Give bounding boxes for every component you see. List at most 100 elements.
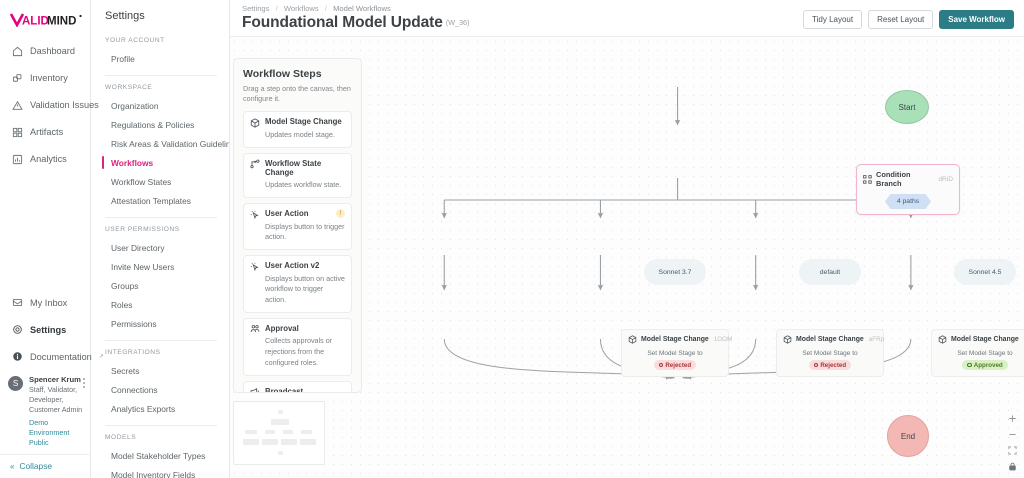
sidebar-item-workflows[interactable]: Workflows — [91, 153, 229, 172]
sidebar-item-analytics-exports[interactable]: Analytics Exports — [111, 403, 176, 414]
sidebar-item-label: Analytics — [30, 154, 67, 164]
avatar: S — [8, 375, 23, 391]
node-model-stage-change-1[interactable]: Model Stage Change 1OOM Set Model Stage … — [621, 329, 732, 377]
nav-group-user-permissions: USER PERMISSIONS — [105, 226, 180, 233]
save-workflow-button[interactable]: Save Workflow — [939, 10, 1014, 29]
sidebar-item-dashboard[interactable]: Dashboard — [0, 40, 90, 62]
megaphone-icon — [250, 387, 260, 392]
zoom-in-icon[interactable] — [1006, 412, 1018, 424]
breadcrumb-settings[interactable]: Settings — [242, 4, 270, 13]
node-end[interactable]: End — [887, 415, 929, 457]
sidebar-item-my-inbox[interactable]: My Inbox — [0, 292, 91, 314]
nav-group-workspace: WORKSPACE — [105, 84, 153, 91]
node-condition-branch[interactable]: Condition Branch dRiD 4 paths — [856, 164, 960, 215]
node-end-label: End — [887, 415, 929, 457]
workflow-canvas[interactable]: Start Condition Branch dRiD — [230, 37, 1024, 478]
tidy-layout-button[interactable]: Tidy Layout — [803, 10, 863, 29]
sidebar-item-inventory[interactable]: Inventory — [0, 67, 90, 89]
step-card-approval[interactable]: Approval Collects approvals or rejection… — [243, 317, 352, 376]
main-area: Settings / Workflows / Model Workflows F… — [230, 0, 1024, 478]
branch-label-sonnet-37[interactable]: Sonnet 3.7 — [644, 259, 706, 285]
node-title: Model Stage Change — [641, 336, 709, 343]
user-profile-block[interactable]: S Spencer Krum Staff, Validator, Develop… — [0, 368, 91, 454]
sidebar-item-label: Validation Issues — [30, 100, 99, 110]
reset-layout-button[interactable]: Reset Layout — [868, 10, 934, 29]
sidebar-item-regulations-policies[interactable]: Regulations & Policies — [111, 119, 195, 130]
node-start[interactable]: Start — [885, 90, 929, 124]
user-name: Spencer Krum — [29, 374, 81, 384]
user-menu-icon[interactable] — [83, 377, 85, 390]
status-dot-icon — [658, 362, 664, 368]
sidebar-item-groups[interactable]: Groups — [111, 280, 139, 291]
sidebar-item-user-directory[interactable]: User Directory — [111, 242, 165, 253]
step-card-user-action-v2[interactable]: User Action v2 Displays button on active… — [243, 255, 352, 313]
breadcrumb-current: Model Workflows — [333, 4, 391, 13]
page-header: Settings / Workflows / Model Workflows F… — [230, 0, 1024, 37]
status-badge: Approved — [962, 360, 1008, 370]
sidebar-item-validation-issues[interactable]: Validation Issues — [0, 94, 99, 116]
sidebar-item-artifacts[interactable]: Artifacts — [0, 121, 90, 143]
sidebar-item-workflow-states[interactable]: Workflow States — [111, 176, 172, 187]
chart-icon — [11, 153, 23, 165]
condition-branch-header: Condition Branch dRiD — [857, 165, 959, 188]
node-header: Model Stage Change aFRp — [777, 330, 885, 344]
paths-badge[interactable]: 4 paths — [885, 194, 931, 209]
workflow-id: (W_36) — [445, 18, 470, 27]
steps-panel-title: Workflow Steps — [243, 68, 322, 80]
breadcrumb-workflows[interactable]: Workflows — [283, 4, 319, 13]
step-card-broadcast[interactable]: Broadcast Notifies users when the previo… — [243, 380, 352, 392]
minimap-node — [278, 410, 283, 414]
sidebar-item-connections[interactable]: Connections — [111, 384, 158, 395]
minimap-node — [281, 439, 297, 445]
step-card-workflow-state-change[interactable]: Workflow State Change Updates workflow s… — [243, 152, 352, 198]
sidebar-item-roles[interactable]: Roles — [111, 299, 133, 310]
sidebar-item-secrets[interactable]: Secrets — [111, 365, 140, 376]
step-card-desc: Updates model stage. — [265, 129, 335, 139]
sidebar-item-label: Documentation — [30, 351, 92, 362]
sidebar-item-attestation-templates[interactable]: Attestation Templates — [111, 195, 191, 206]
lock-icon[interactable] — [1006, 460, 1018, 472]
step-card-header: User Action — [250, 209, 345, 220]
branch-label-sonnet-45[interactable]: Sonnet 4.5 — [954, 259, 1016, 285]
user-info: Spencer Krum Staff, Validator, Developer… — [29, 375, 85, 448]
sidebar-item-risk-areas[interactable]: Risk Areas & Validation Guidelines — [111, 138, 230, 149]
sidebar-item-analytics[interactable]: Analytics — [0, 148, 90, 170]
step-card-desc: Collects approvals or rejections from th… — [265, 336, 333, 368]
node-id: aFRp — [868, 336, 885, 343]
validmind-logo[interactable]: ALID MIND — [0, 0, 90, 34]
step-card-model-stage-change[interactable]: Model Stage Change Updates model stage. — [243, 111, 352, 148]
condition-branch-id: dRiD — [938, 175, 953, 183]
step-card-name: User Action — [265, 209, 309, 218]
warning-badge-icon[interactable]: ! — [336, 209, 345, 218]
step-card-header: Workflow State Change — [250, 159, 345, 178]
fit-view-icon[interactable] — [1006, 444, 1018, 456]
status-badge-label: Rejected — [820, 361, 847, 369]
minimap-content — [239, 407, 319, 459]
step-card-header: User Action v2 — [250, 261, 345, 272]
status-badge-label: Approved — [973, 361, 1003, 369]
sidebar-item-label: My Inbox — [30, 297, 68, 308]
node-model-stage-change-3[interactable]: Model Stage Change gv4W Set Model Stage … — [931, 329, 1024, 377]
step-card-user-action[interactable]: User Action Displays button to trigger a… — [243, 203, 352, 251]
step-card-desc: Displays button on active workflow to tr… — [265, 273, 345, 305]
collapse-sidebar-button[interactable]: « Collapse — [0, 455, 91, 478]
sidebar-item-model-stakeholder-types[interactable]: Model Stakeholder Types — [111, 450, 206, 461]
sidebar-item-invite-new-users[interactable]: Invite New Users — [111, 261, 175, 272]
sidebar-item-documentation[interactable]: Documentation ↗ — [0, 346, 104, 368]
sidebar-item-settings[interactable]: Settings — [0, 319, 91, 341]
sidebar-item-organization[interactable]: Organization — [111, 100, 159, 111]
grid-icon — [11, 126, 23, 138]
node-model-stage-change-2[interactable]: Model Stage Change aFRp Set Model Stage … — [776, 329, 884, 377]
sidebar-item-profile[interactable]: Profile — [111, 53, 135, 64]
sidebar-item-permissions[interactable]: Permissions — [111, 318, 157, 329]
user-environment[interactable]: Demo Environment Public — [29, 418, 70, 448]
sidebar-item-label: Inventory — [30, 73, 68, 83]
minimap-node — [278, 451, 283, 455]
branch-label-default[interactable]: default — [799, 259, 861, 285]
info-icon — [11, 351, 23, 363]
node-id: 1OOM — [713, 336, 733, 343]
sidebar-item-model-inventory-fields[interactable]: Model Inventory Fields — [111, 469, 196, 478]
step-card-header: Broadcast — [250, 387, 345, 392]
zoom-out-icon[interactable] — [1006, 428, 1018, 440]
canvas-minimap[interactable] — [233, 401, 325, 465]
